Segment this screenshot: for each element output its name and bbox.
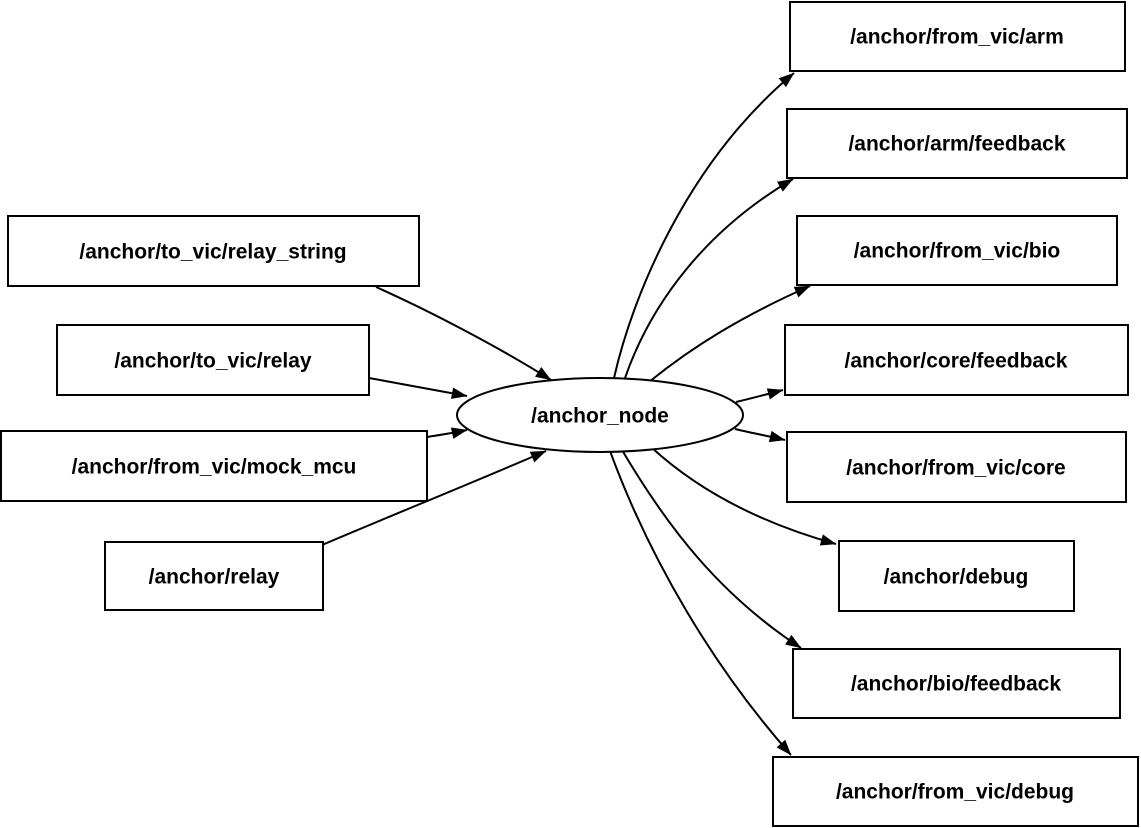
- topic-node-to-vic-relay-string: /anchor/to_vic/relay_string: [7, 215, 420, 287]
- edge-from-vic-mock-mcu-to-anchor-node: [426, 427, 468, 439]
- topic-label: /anchor/arm/feedback: [848, 133, 1065, 156]
- topic-box: [56, 324, 370, 396]
- topic-box: [838, 540, 1075, 612]
- topic-box: [784, 324, 1129, 396]
- edge-to-vic-relay-to-anchor-node: [368, 377, 468, 399]
- topic-box: [792, 648, 1121, 719]
- edge-to-vic-relay-string-to-anchor-node: [375, 286, 552, 381]
- topic-node-to-vic-relay: /anchor/to_vic/relay: [56, 324, 370, 396]
- topic-label: /anchor/debug: [884, 566, 1029, 589]
- topic-box: [0, 430, 428, 502]
- topic-node-anchor-debug: /anchor/debug: [838, 540, 1075, 612]
- topic-box: [786, 108, 1128, 179]
- topic-label: /anchor/from_vic/mock_mcu: [72, 456, 357, 479]
- topic-label: /anchor/to_vic/relay_string: [79, 241, 346, 264]
- topic-box: [786, 431, 1127, 503]
- edge-anchor-node-to-from-vic-arm: [613, 72, 795, 379]
- topic-label: /anchor/from_vic/arm: [850, 26, 1064, 49]
- edge-anchor-node-to-core-feedback: [735, 388, 784, 403]
- topic-node-from-vic-core: /anchor/from_vic/core: [786, 431, 1127, 503]
- topic-label: /anchor/bio/feedback: [851, 673, 1061, 696]
- topic-label: /anchor/core/feedback: [845, 350, 1068, 373]
- topic-box: [789, 1, 1126, 72]
- topic-node-arm-feedback: /anchor/arm/feedback: [786, 108, 1128, 179]
- topic-node-core-feedback: /anchor/core/feedback: [784, 324, 1129, 396]
- topic-node-bio-feedback: /anchor/bio/feedback: [792, 648, 1121, 719]
- topic-label: /anchor/from_vic/debug: [836, 781, 1074, 804]
- edge-anchor-relay-to-anchor-node: [321, 450, 547, 546]
- topic-node-from-vic-arm: /anchor/from_vic/arm: [789, 1, 1126, 72]
- edge-anchor-node-to-bio-feedback: [621, 449, 802, 649]
- topic-node-anchor-relay: /anchor/relay: [104, 541, 324, 611]
- topic-box: [796, 215, 1118, 286]
- topic-box: [104, 541, 324, 611]
- edge-anchor-node-to-arm-feedback: [624, 178, 794, 379]
- node-ellipse: [456, 377, 744, 453]
- topic-box: [7, 215, 420, 287]
- topic-label: /anchor/to_vic/relay: [114, 350, 312, 373]
- topic-label: /anchor/from_vic/core: [846, 457, 1065, 480]
- topic-node-from-vic-bio: /anchor/from_vic/bio: [796, 215, 1118, 286]
- topic-node-from-vic-debug: /anchor/from_vic/debug: [772, 756, 1139, 827]
- topic-label: /anchor/relay: [149, 566, 280, 589]
- edge-anchor-node-to-from-vic-core: [734, 428, 786, 443]
- topic-node-from-vic-mock-mcu: /anchor/from_vic/mock_mcu: [0, 430, 428, 502]
- topic-box: [772, 756, 1139, 827]
- topic-label: /anchor/from_vic/bio: [854, 240, 1061, 263]
- edge-anchor-node-to-from-vic-debug: [609, 450, 792, 756]
- node-anchor-node: /anchor_node: [456, 377, 744, 453]
- edge-anchor-node-to-anchor-debug: [650, 446, 837, 546]
- edge-anchor-node-to-from-vic-bio: [648, 285, 811, 383]
- node-label: /anchor_node: [531, 405, 669, 428]
